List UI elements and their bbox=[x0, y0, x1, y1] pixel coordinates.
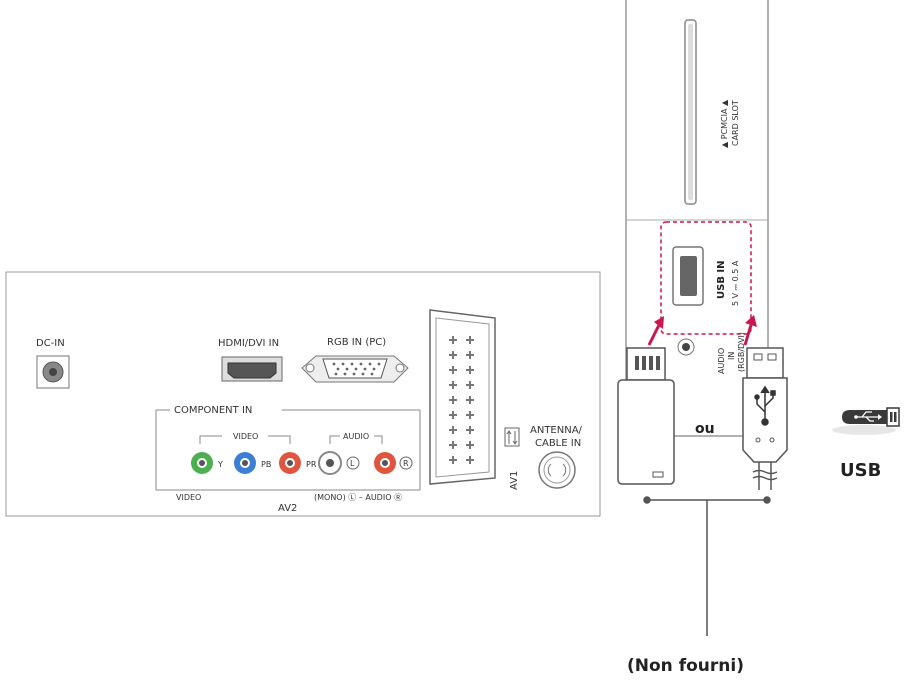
arrow-to-usb-left bbox=[647, 316, 664, 346]
video-bracket bbox=[199, 435, 291, 444]
y-label: Y bbox=[217, 460, 223, 469]
hdmi-port bbox=[227, 362, 277, 379]
usb-cable-wire bbox=[752, 462, 778, 490]
antenna-label-line1: ANTENNA/ bbox=[530, 425, 583, 436]
usb-stick-indicator bbox=[652, 471, 664, 478]
scart-pins bbox=[449, 336, 474, 464]
or-label: ou bbox=[695, 421, 715, 437]
arrow-to-usb-right bbox=[743, 315, 757, 346]
audio-in-jack-pin bbox=[682, 343, 690, 351]
rgb-screw-left bbox=[305, 363, 315, 373]
r-label: R bbox=[403, 459, 409, 468]
rgb-pins bbox=[332, 362, 381, 376]
audio-in-label-line1: AUDIO bbox=[717, 348, 726, 374]
dc-in-label: DC-IN bbox=[36, 338, 65, 349]
mono-audio-label: (MONO) Ⓛ – AUDIO Ⓡ bbox=[314, 493, 402, 502]
video-group-label: VIDEO bbox=[233, 432, 258, 441]
usb-cable-connector bbox=[746, 347, 784, 379]
usb-cable-pin-left bbox=[753, 353, 763, 361]
audio-r-jack-pin bbox=[382, 460, 388, 466]
dc-in-port-center bbox=[49, 368, 57, 376]
usb-stick-body bbox=[617, 379, 675, 485]
av1-label: AV1 bbox=[509, 471, 520, 490]
pcmcia-label-line2: CARD SLOT bbox=[731, 100, 740, 146]
antenna-port-detail bbox=[547, 463, 567, 477]
usb-stick-contacts bbox=[635, 356, 660, 370]
usb-cable-dot-right bbox=[769, 437, 775, 443]
usb-device-label: USB bbox=[840, 460, 881, 481]
pr-label: PR bbox=[306, 460, 317, 469]
av1-arrows-icon bbox=[504, 427, 520, 447]
audio-in-label-line2: IN bbox=[727, 352, 736, 360]
usb-cable-dot-left bbox=[755, 437, 761, 443]
component-in-label: COMPONENT IN bbox=[174, 405, 252, 416]
scart-port-inner bbox=[435, 317, 490, 478]
antenna-label-line2: CABLE IN bbox=[535, 438, 581, 449]
audio-group-label: AUDIO bbox=[343, 432, 369, 441]
audio-l-jack-pin bbox=[326, 459, 334, 467]
component-y-jack-pin bbox=[199, 460, 205, 466]
rgb-screw-right bbox=[395, 363, 405, 373]
l-label: L bbox=[350, 459, 355, 468]
pcmcia-slot-inner bbox=[688, 24, 693, 200]
not-supplied-label: (Non fourni) bbox=[627, 656, 744, 676]
pb-label: PB bbox=[261, 460, 271, 469]
usb-device-shadow bbox=[832, 425, 896, 435]
usb-device-icon bbox=[842, 407, 900, 427]
back-panel bbox=[5, 271, 601, 517]
usb-port-inner bbox=[680, 256, 697, 296]
not-supplied-bracket bbox=[643, 496, 771, 636]
component-pr-jack-pin bbox=[287, 460, 293, 466]
usb-rating-label: 5 V ⎓ 0.5 A bbox=[731, 260, 740, 306]
pcmcia-label-line1: ▲ PCMCIA ▲ bbox=[720, 99, 729, 148]
scart-port bbox=[429, 309, 496, 485]
av2-label: AV2 bbox=[278, 503, 297, 514]
audio-bracket bbox=[329, 435, 383, 444]
video-bottom-label: VIDEO bbox=[176, 493, 201, 502]
hdmi-dvi-label: HDMI/DVI IN bbox=[218, 338, 279, 349]
antenna-port-ring bbox=[543, 456, 571, 484]
audio-r-badge bbox=[399, 456, 413, 470]
rgb-in-label: RGB IN (PC) bbox=[327, 337, 386, 348]
usb-in-label: USB IN bbox=[716, 260, 727, 299]
usb-cable-pin-right bbox=[767, 353, 777, 361]
component-pb-jack-pin bbox=[242, 460, 248, 466]
usb-trident-icon bbox=[754, 385, 776, 426]
audio-in-label-line3: (RGB/DVI) bbox=[737, 332, 746, 372]
audio-l-badge bbox=[346, 456, 360, 470]
